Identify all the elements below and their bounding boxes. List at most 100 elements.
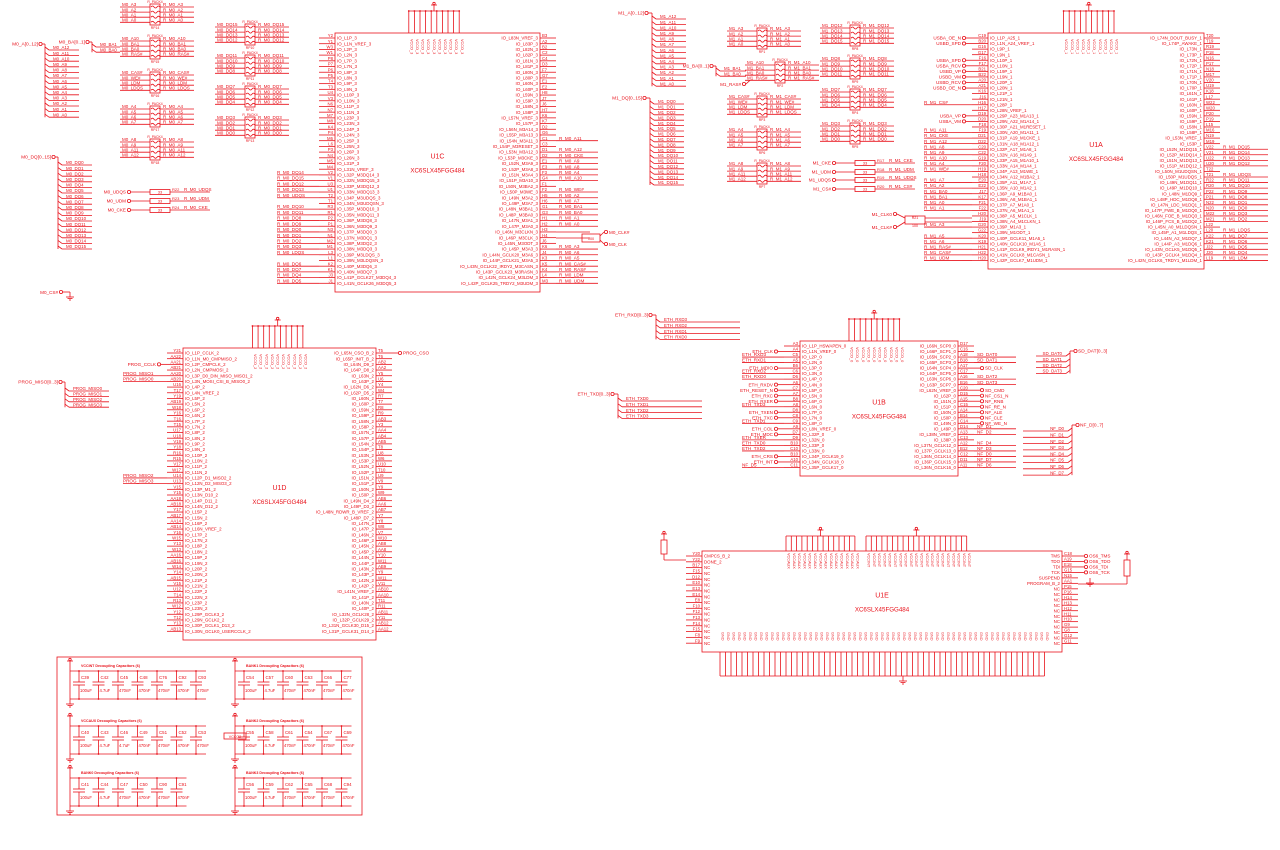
bus-entry (64, 398, 70, 403)
pin-number: K21 (1206, 239, 1214, 244)
net-label: R_M0_BA0 (559, 210, 583, 215)
resistor-icon (245, 97, 256, 101)
net-label: ETH_TXD2 (742, 446, 766, 451)
pin-number: N16 (1206, 55, 1214, 60)
ground-pin-name: GND (924, 632, 928, 641)
pin-name: IO_L57P_3 (516, 121, 539, 126)
power-pin-name: VCCO_0 (872, 347, 876, 362)
resistor-pack-ref: RP1 (759, 50, 766, 54)
power-icon (432, 1, 436, 6)
pin-name: IO_L53N_VREF_1 (1165, 136, 1202, 141)
net-label: R_M1_DQ8 (863, 56, 887, 61)
net-label: R_M1_DQ13 (1223, 155, 1250, 160)
pin-name: IO_L10N_2 (185, 459, 208, 464)
net-label: R_M1_DQ8 (1223, 194, 1248, 199)
ground-pin-name: GND (941, 632, 945, 641)
pin-number: P21 (1206, 194, 1214, 199)
pin-number: AA18 (170, 496, 181, 501)
termination-resistor (581, 233, 601, 243)
resistor-pack-ref: RP11 (246, 77, 254, 81)
junction-dot (136, 777, 139, 779)
bus-entry (649, 127, 655, 132)
net-label: R_M0_CKE (184, 205, 208, 210)
pin-name: IO_L16P_2 (185, 521, 208, 526)
net-label: ETH_RXD3 (742, 352, 766, 357)
net-label: R_M1_A11 (770, 171, 793, 176)
port-icon (127, 207, 132, 212)
pin-number: U4 (328, 90, 334, 95)
pin-number: M17 (1206, 72, 1215, 77)
pin-number: L3 (328, 250, 333, 255)
net-label: M0_DQ15 (217, 22, 238, 27)
bus-entry (649, 122, 655, 126)
power-pin-name: VCCO_3 (437, 39, 441, 54)
pin-name: TCK (1051, 570, 1060, 575)
pin-name: IO_L59N_3 (516, 93, 539, 98)
pin-name: IO_L23P_2 (185, 601, 208, 606)
ground-pin-name: GND (875, 632, 879, 641)
pin-number: E8 (695, 598, 701, 603)
pin-name: IO_L40N_2 (352, 601, 375, 606)
pin-number: AA4 (378, 428, 387, 433)
pin-number: W18 (172, 405, 181, 410)
power-pin-name: VCCINT (941, 553, 945, 568)
pin-number: G3 (542, 210, 548, 215)
net-label: R_M0_DQ12 (258, 38, 285, 43)
port-icon (127, 189, 132, 194)
pin-name: NC (704, 600, 710, 605)
resistor-icon (850, 90, 861, 94)
pin-name: IO_L5N_0 (802, 393, 823, 398)
net-label: R_M0_DQ9 (258, 63, 282, 68)
net-label: R_M0_DQ2 (258, 120, 282, 125)
net-label: R_M0_A4 (559, 170, 580, 175)
pin-number: V9 (378, 479, 384, 484)
pin-number: P15 (1064, 584, 1072, 589)
resistor-icon (150, 150, 161, 154)
bus-member-label: M1_DQ6 (658, 132, 676, 137)
net-label: R_M0_DQ10 (277, 204, 304, 209)
pin-number: V2 (328, 170, 334, 175)
port-icon (774, 410, 779, 415)
pin-number: N3 (328, 227, 334, 232)
pin-name: IO_L50P_M1UDQS_1 (1159, 175, 1203, 180)
resistor-icon (150, 140, 161, 144)
net-port-label: M0_CLK (609, 242, 628, 247)
net-label: R_M1_DQ3 (863, 121, 887, 126)
net-label: R_M0_A3 (559, 244, 580, 249)
net-label: R_M0_DQ14 (277, 170, 304, 175)
power-pin-name: VCCO_2 (292, 354, 296, 369)
resistor-icon (757, 34, 768, 38)
resistor-pack-ref: RP14 (151, 26, 160, 30)
pin-number: Y9 (378, 570, 384, 575)
pin-number: W9 (378, 490, 385, 495)
resistor-icon (775, 68, 786, 72)
net-label: R_M1_A0 (924, 200, 945, 205)
pin-number: G6 (542, 130, 548, 135)
pin-name: IO_L20N_1 (990, 86, 1013, 91)
power-pin-name: VCCO_2 (270, 354, 274, 369)
net-label: M1_A9 (729, 166, 744, 171)
pin-number: D19 (978, 111, 986, 116)
net-label: R_M1_DQ6 (863, 92, 887, 97)
bus-entry (649, 100, 655, 105)
port-icon (962, 86, 967, 91)
ground-pin-name: GND (754, 632, 758, 641)
pin-name: IO_L58P_1 (1180, 130, 1203, 135)
pin-name: IO_L33P_M3DQ12_3 (337, 184, 380, 189)
bus-entry (57, 240, 63, 244)
junction-dot (97, 805, 100, 807)
ground-pin-name: GND (732, 632, 736, 641)
capacitor-ref: C51 (159, 730, 168, 735)
bus-entry (91, 43, 97, 48)
capacitor-ref: C63 (305, 675, 314, 680)
pin-number: AB3 (378, 416, 387, 421)
pin-number: J6 (542, 102, 547, 107)
pin-number: Y4 (378, 382, 384, 387)
pin-number: J3 (328, 273, 333, 278)
bus-entry (655, 336, 661, 340)
pin-number: K19 (978, 239, 986, 244)
port-icon (774, 426, 779, 431)
pin-name: IO_L8P_2 (185, 430, 205, 435)
pin-name: IO_L7P_3 (337, 58, 357, 63)
bus-entry (57, 172, 63, 177)
